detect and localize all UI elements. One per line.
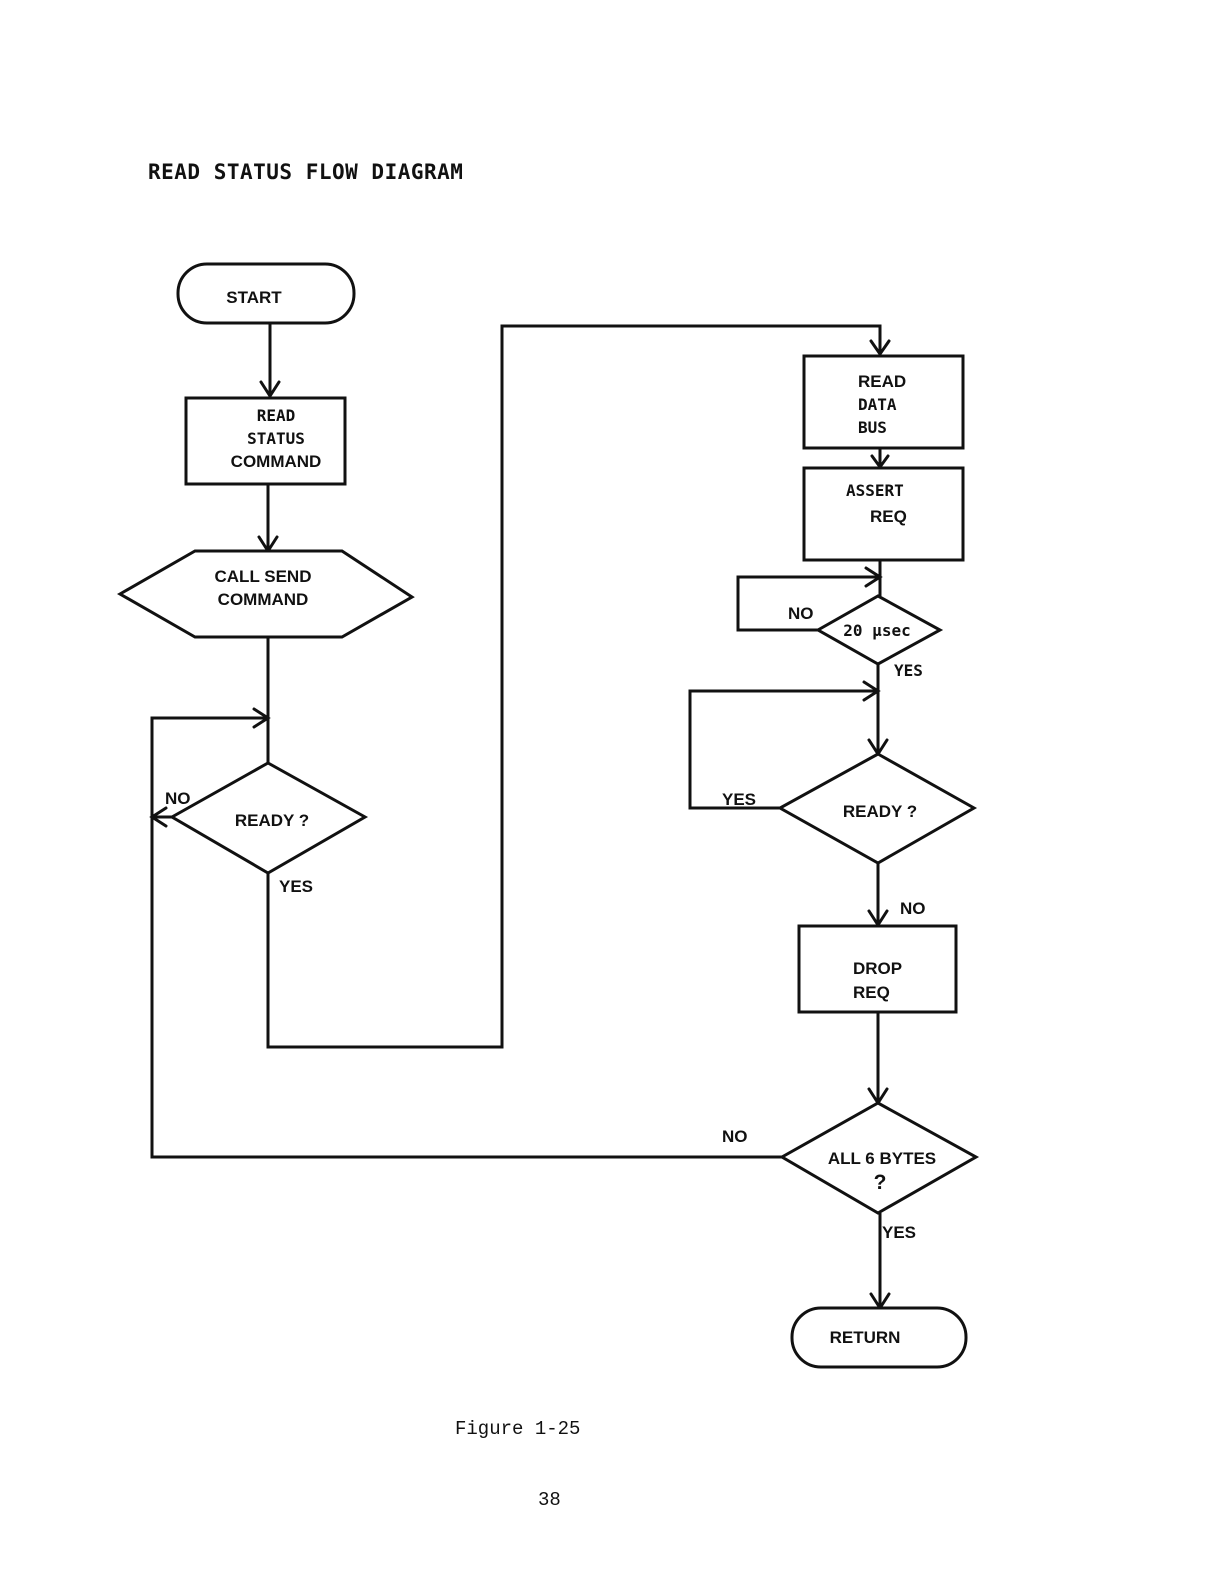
arrowhead-ready-left-loop bbox=[252, 707, 271, 729]
connector-ready-right-yes-loop bbox=[688, 689, 878, 810]
arrowhead-into-bus bbox=[869, 339, 891, 357]
ready-left-decision: READY ? bbox=[168, 761, 369, 875]
read-status-command-box: READ STATUS COMMAND bbox=[184, 396, 347, 486]
return-terminator: RETURN bbox=[790, 1306, 968, 1369]
drop-req-line-1: DROP bbox=[853, 959, 902, 978]
read-status-command-line-1: READ bbox=[257, 406, 296, 425]
arrowhead-into-command bbox=[259, 380, 281, 399]
all-6-bytes-line-1: ALL 6 BYTES bbox=[828, 1149, 936, 1168]
start-label: START bbox=[226, 288, 282, 307]
edge-label-all-bytes-no: NO bbox=[722, 1127, 748, 1146]
edge-labels: NO YES NO YES YES NO NO YES bbox=[165, 604, 926, 1242]
read-status-command-line-2: STATUS bbox=[247, 429, 305, 448]
edge-label-ready-left-no: NO bbox=[165, 789, 191, 808]
figure-caption: Figure 1-25 bbox=[455, 1418, 581, 1440]
call-send-command-hexagon: CALL SEND COMMAND bbox=[116, 549, 415, 639]
read-data-bus-line-2: DATA bbox=[858, 395, 897, 414]
edge-label-ready-right-yes: YES bbox=[722, 790, 756, 809]
read-status-command-line-3: COMMAND bbox=[231, 452, 322, 471]
assert-req-line-1: ASSERT bbox=[846, 481, 904, 500]
connector-ready-left-yes-to-bus bbox=[266, 324, 882, 1049]
assert-req-line-2: REQ bbox=[870, 507, 907, 526]
edge-label-wait-no: NO bbox=[788, 604, 814, 623]
start-terminator: START bbox=[176, 262, 356, 325]
all-6-bytes-decision: ALL 6 BYTES ? bbox=[778, 1101, 980, 1215]
ready-right-decision: READY ? bbox=[776, 752, 978, 865]
read-data-bus-line-3: BUS bbox=[858, 418, 887, 437]
page-number: 38 bbox=[538, 1489, 561, 1511]
ready-left-label: READY ? bbox=[235, 811, 309, 830]
arrowhead-wait-loop bbox=[864, 566, 883, 588]
wait-20usec-decision: 20 µsec bbox=[814, 594, 944, 666]
read-data-bus-line-1: READ bbox=[858, 372, 906, 391]
wait-20usec-label: 20 µsec bbox=[843, 621, 910, 640]
edge-label-all-bytes-yes: YES bbox=[882, 1223, 916, 1242]
drop-req-box: DROP REQ bbox=[797, 924, 958, 1014]
arrowhead-ready-right-loop bbox=[862, 680, 881, 702]
edge-label-ready-left-yes: YES bbox=[279, 877, 313, 896]
connector-ready-left-no-loop bbox=[150, 716, 268, 819]
ready-right-label: READY ? bbox=[843, 802, 917, 821]
connector-wait-no-loop bbox=[736, 575, 880, 632]
read-data-bus-box: READ DATA BUS bbox=[802, 354, 965, 450]
assert-req-box: ASSERT REQ bbox=[802, 466, 965, 562]
edge-label-ready-right-no: NO bbox=[900, 899, 926, 918]
connector-bytes-no-loop bbox=[150, 817, 782, 1159]
arrowheads bbox=[149, 339, 891, 1311]
return-label: RETURN bbox=[830, 1328, 901, 1347]
arrowhead-ready-left-no bbox=[149, 806, 168, 828]
drop-req-line-2: REQ bbox=[853, 983, 890, 1002]
call-send-command-line-1: CALL SEND bbox=[215, 567, 312, 586]
diagram-title: READ STATUS FLOW DIAGRAM bbox=[148, 160, 464, 184]
edge-label-wait-yes: YES bbox=[894, 661, 923, 680]
flow-lines bbox=[150, 323, 882, 1308]
all-6-bytes-line-2: ? bbox=[874, 1171, 887, 1194]
call-send-command-line-2: COMMAND bbox=[218, 590, 309, 609]
